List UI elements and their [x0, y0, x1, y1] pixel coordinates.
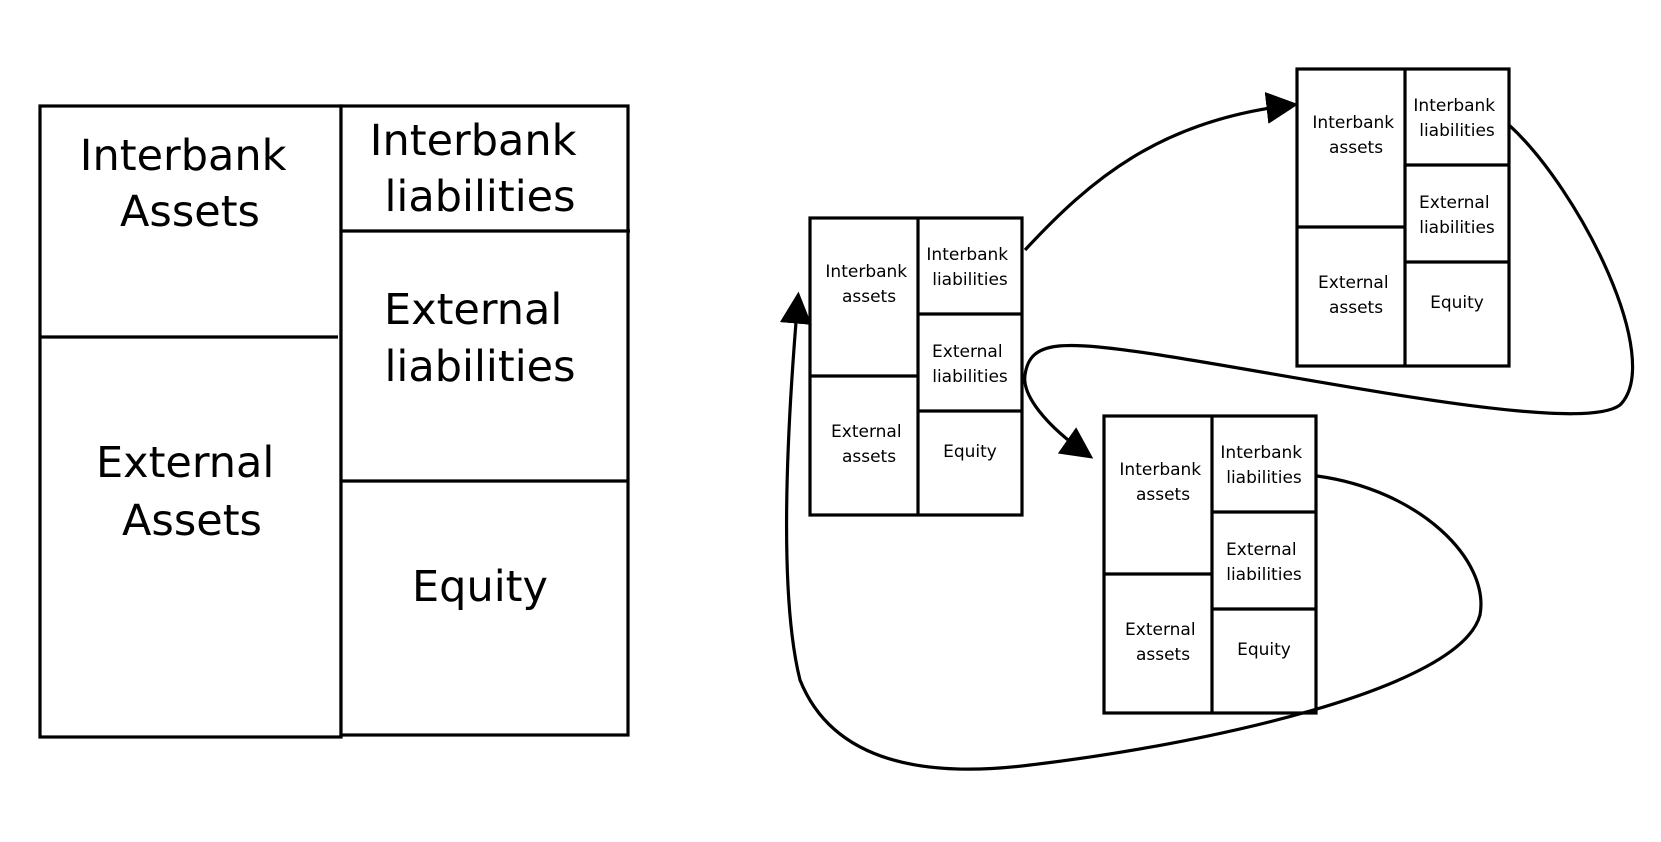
bank-c-balance-sheet: Interbank assets External assets Interba… — [1102, 414, 1318, 715]
small-external-liabilities-label: External liabilities — [1419, 193, 1495, 238]
small-interbank-liabilities-label: Interbank liabilities — [926, 245, 1013, 290]
large-equity-label: Equity — [412, 562, 548, 612]
bank-b-balance-sheet: Interbank assets External assets Interba… — [1295, 67, 1511, 368]
small-external-assets-label: External assets — [1318, 273, 1394, 318]
large-assets-column — [38, 104, 343, 739]
arrow-bank-c-to-bank-a — [779, 291, 1483, 771]
small-balance-sheet-outline — [1295, 67, 1511, 368]
bank-a-balance-sheet: Interbank assets External assets Interba… — [808, 216, 1024, 517]
large-interbank-liabilities-label: Interbank liabilities — [370, 116, 590, 222]
small-external-assets-label: External assets — [831, 422, 907, 467]
small-interbank-liabilities-label: Interbank liabilities — [1413, 96, 1500, 141]
large-interbank-assets-label: Interbank Assets — [80, 131, 300, 237]
small-external-liabilities-label: External liabilities — [1226, 540, 1302, 585]
large-external-liabilities-label: External liabilities — [384, 285, 576, 392]
large-balance-sheet: Interbank Assets External Assets Interba… — [38, 104, 630, 739]
small-interbank-assets-label: Interbank assets — [1312, 113, 1399, 158]
small-equity-label: Equity — [1237, 640, 1291, 660]
small-external-liabilities-label: External liabilities — [932, 342, 1008, 387]
small-interbank-assets-label: Interbank assets — [825, 262, 912, 307]
small-equity-label: Equity — [943, 442, 997, 462]
small-interbank-assets-label: Interbank assets — [1119, 460, 1206, 505]
small-balance-sheet-outline — [808, 216, 1024, 517]
arrow-bank-a-to-bank-b — [1023, 92, 1299, 252]
small-equity-label: Equity — [1430, 293, 1484, 313]
large-external-assets-label: External Assets — [96, 438, 288, 546]
small-balance-sheet-outline — [1102, 414, 1318, 715]
arrow-bank-b-to-bank-c — [1023, 123, 1635, 459]
large-liabilities-column — [339, 104, 630, 737]
small-interbank-liabilities-label: Interbank liabilities — [1220, 443, 1307, 488]
small-external-assets-label: External assets — [1125, 620, 1201, 665]
